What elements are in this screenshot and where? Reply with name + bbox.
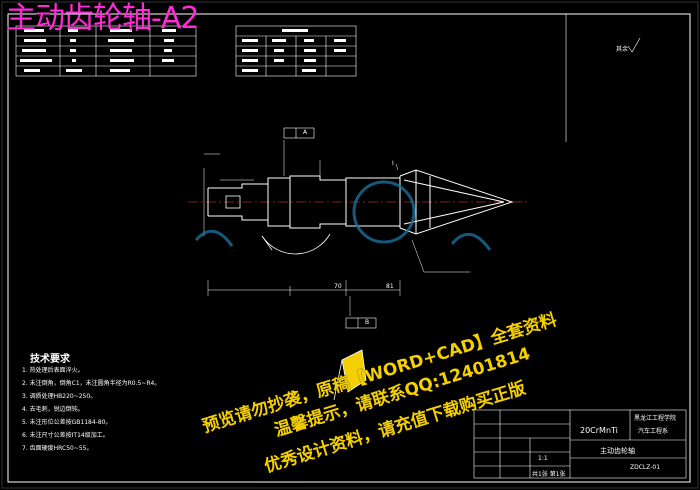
- title-block-sheet: 共1张 第1张: [532, 471, 566, 478]
- gear-parameter-table-marks: [20, 29, 176, 72]
- inspection-table-marks: [242, 29, 346, 72]
- title-block-dept: 汽车工程系: [638, 428, 669, 435]
- roughness-mark-top-right: [627, 37, 641, 53]
- drawing-title: 主动齿轮轴-A2: [6, 1, 199, 36]
- drawing-border: [7, 13, 691, 483]
- title-block-school: 黑龙江工程学院: [634, 415, 677, 422]
- label-i: I: [392, 160, 394, 167]
- inspection-table: [235, 25, 357, 77]
- title-block-scale: 1:1: [538, 455, 548, 462]
- dimension-lines: [203, 140, 470, 316]
- dim-70-label: 70: [334, 283, 342, 290]
- title-block: [473, 409, 687, 479]
- section-view: [333, 349, 367, 401]
- tech-requirements-list: 1. 热处理后表面淬火。 2. 未注倒角，倒角C1，未注圆角半径为R0.5~R4…: [22, 364, 160, 455]
- roughness-label: 其余: [616, 46, 629, 53]
- keyway-section: [225, 195, 331, 255]
- title-block-drawing-no: ZDCLZ-01: [630, 464, 661, 471]
- dim-81-label: 81: [386, 283, 394, 290]
- shaft-outline: [207, 169, 514, 235]
- tech-requirement-item: 4. 去毛刺，锐边倒钝。: [22, 406, 84, 413]
- tech-requirement-item: 7. 齿面硬度HRC50~55。: [22, 445, 93, 452]
- tech-requirement-item: 5. 未注形位公差按GB1184-80。: [22, 419, 112, 426]
- datum-b-label: B: [365, 319, 370, 326]
- background-logo: [194, 180, 492, 251]
- tech-requirement-item: 6. 未注尺寸公差按IT14级加工。: [22, 432, 109, 439]
- datum-frames: [283, 127, 377, 329]
- tech-requirement-item: 2. 未注倒角，倒角C1，未注圆角半径为R0.5~R4。: [22, 380, 161, 387]
- datum-a-label: A: [303, 129, 308, 136]
- tech-requirement-item: 1. 热处理后表面淬火。: [22, 367, 84, 374]
- gear-parameter-table: [15, 25, 197, 77]
- tech-requirement-item: 3. 调质处理HB220~250。: [22, 393, 97, 400]
- tech-requirements-heading: 技术要求: [30, 354, 70, 365]
- title-block-part-name: 主动齿轮轴: [600, 447, 635, 455]
- title-block-material: 20CrMnTi: [580, 426, 618, 435]
